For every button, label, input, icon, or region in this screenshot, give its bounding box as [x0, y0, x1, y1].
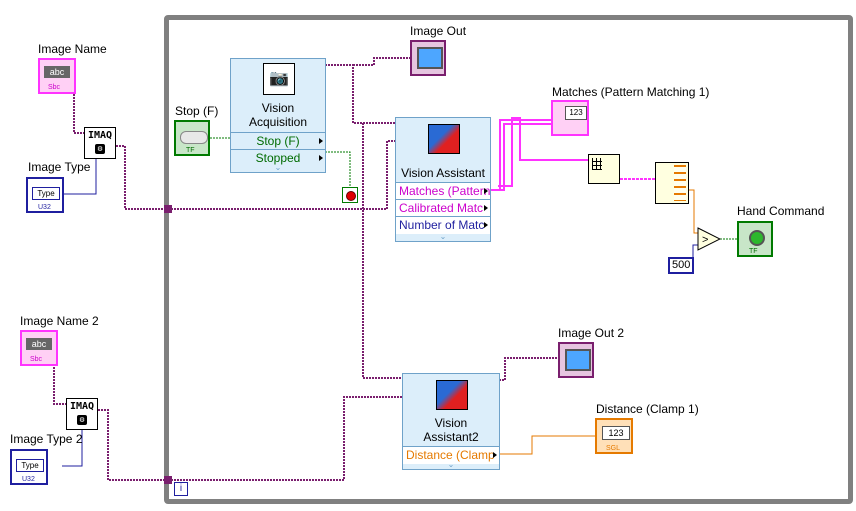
- expand-chevron-icon[interactable]: ⌄: [447, 460, 455, 469]
- index-array-node[interactable]: [588, 154, 620, 184]
- wire-to-vision-assistant: [168, 140, 397, 210]
- matches-output-row[interactable]: Matches (Pattern: [396, 182, 490, 200]
- distance-label: Distance (Clamp 1): [596, 402, 699, 416]
- camera-icon: 📷: [263, 63, 295, 95]
- string-box: abc: [26, 338, 52, 350]
- enum-box: Type: [32, 187, 60, 200]
- vision-acquisition-subvi[interactable]: 📷 Vision Acquisition Stop (F) Stopped ⌄: [230, 58, 326, 173]
- array-cluster-icon: 123: [565, 106, 587, 120]
- loop-tunnel-1: [164, 205, 172, 213]
- number-of-matches-output-row[interactable]: Number of Matc: [396, 216, 490, 234]
- led-icon: [749, 230, 765, 246]
- wire-matches-2: [494, 123, 553, 191]
- image-type-2-label: Image Type 2: [10, 432, 83, 446]
- vision-assistant-title: Vision Assistant: [401, 166, 485, 180]
- vision-assistant-2-title-1: Vision: [434, 416, 468, 430]
- greater-than-icon: >: [702, 234, 708, 246]
- imaq-create-node-2[interactable]: IMAQ ⚙: [66, 398, 98, 430]
- stopped-output-row[interactable]: Stopped: [231, 149, 325, 167]
- wire-acq-to-va2: [362, 123, 402, 379]
- image-name-label: Image Name: [38, 42, 107, 56]
- wire-image-name: [73, 94, 84, 134]
- vision-assistant-2-subvi[interactable]: Vision Assistant2 Distance (Clamp ⌄: [402, 373, 500, 470]
- wire-to-va2: [168, 396, 402, 481]
- type-tag: Sbc: [30, 356, 43, 363]
- wire-unbundle-to-compare: [688, 189, 698, 234]
- wire-distance: [499, 435, 596, 455]
- imaq-create-node[interactable]: IMAQ ⚙: [84, 127, 116, 159]
- imaq-label: IMAQ: [87, 130, 113, 141]
- monitor-icon: [565, 349, 591, 371]
- matches-label: Matches (Pattern Matching 1): [552, 85, 710, 99]
- wire-image-name-2: [53, 367, 66, 405]
- vision-acquisition-title-2: Acquisition: [248, 115, 308, 129]
- type-tag: TF: [749, 248, 758, 255]
- unbundle-icon: [674, 165, 686, 201]
- numeric-box: 123: [602, 426, 630, 440]
- wire-imaq-out: [116, 145, 168, 210]
- wire-va2-image-out: [499, 357, 558, 381]
- image-out-2-label: Image Out 2: [558, 326, 625, 340]
- image-name-2-control[interactable]: abc Sbc: [20, 330, 58, 366]
- stop-label: Stop (F): [175, 104, 219, 118]
- vision-assistant-2-title-2: Assistant2: [423, 430, 479, 444]
- stop-button-icon: [180, 131, 208, 144]
- stop-sign-icon: [346, 191, 356, 201]
- vision-assistant-icon: [428, 124, 460, 154]
- vision-acquisition-title-1: Vision: [261, 101, 295, 115]
- expand-chevron-icon[interactable]: ⌄: [274, 163, 282, 172]
- image-out-indicator[interactable]: [410, 40, 446, 76]
- wire-matches-1: [490, 119, 553, 191]
- hand-command-indicator[interactable]: TF: [737, 221, 773, 257]
- wire-stopped: [325, 151, 351, 188]
- image-type-label: Image Type: [28, 160, 91, 174]
- wire-image-type-2: [62, 428, 83, 467]
- gear-icon: ⚙: [77, 415, 87, 425]
- image-name-control[interactable]: abc Sbc: [38, 58, 76, 94]
- image-type-2-control[interactable]: Type U32: [10, 449, 48, 485]
- type-tag: SGL: [606, 445, 621, 452]
- type-tag: U32: [38, 204, 51, 211]
- vision-assistant-icon: [436, 380, 468, 410]
- while-loop-frame: [164, 15, 853, 504]
- calibrated-matches-output-row[interactable]: Calibrated Matc: [396, 199, 490, 217]
- type-tag: U32: [22, 476, 35, 483]
- stop-control[interactable]: TF: [174, 120, 210, 156]
- image-out-label: Image Out: [410, 24, 467, 38]
- wire-imaq2-out: [98, 409, 168, 481]
- enum-box: Type: [16, 459, 44, 472]
- loop-iteration-terminal[interactable]: i: [174, 482, 188, 496]
- wire-matches-3: [498, 117, 588, 187]
- type-tag: Sbc: [48, 84, 61, 91]
- string-box: abc: [44, 66, 70, 78]
- stop-input-row[interactable]: Stop (F): [231, 132, 325, 150]
- distance-output-row[interactable]: Distance (Clamp: [403, 446, 499, 464]
- distance-indicator[interactable]: 123 SGL: [595, 418, 633, 454]
- image-name-2-label: Image Name 2: [20, 314, 99, 328]
- greater-than-node[interactable]: >: [697, 227, 721, 251]
- unbundle-by-name-node[interactable]: [655, 162, 689, 204]
- grid-icon: [592, 158, 602, 170]
- wire-acq-image-out: [353, 57, 410, 66]
- wire-image-type: [62, 158, 97, 195]
- loop-tunnel-2: [164, 476, 172, 484]
- type-tag: TF: [186, 147, 195, 154]
- image-out-2-indicator[interactable]: [558, 342, 594, 378]
- loop-stop-terminal[interactable]: [342, 187, 358, 203]
- monitor-icon: [417, 47, 443, 69]
- matches-indicator[interactable]: 123: [551, 100, 589, 136]
- gear-icon: ⚙: [95, 144, 105, 154]
- hand-command-label: Hand Command: [737, 204, 825, 218]
- image-type-control[interactable]: Type U32: [26, 177, 64, 213]
- vision-assistant-subvi[interactable]: Vision Assistant Matches (Pattern Calibr…: [395, 117, 491, 242]
- expand-chevron-icon[interactable]: ⌄: [439, 232, 447, 241]
- constant-500[interactable]: 500: [668, 257, 694, 274]
- wire-acq-image: [325, 64, 397, 124]
- imaq-label: IMAQ: [69, 401, 95, 412]
